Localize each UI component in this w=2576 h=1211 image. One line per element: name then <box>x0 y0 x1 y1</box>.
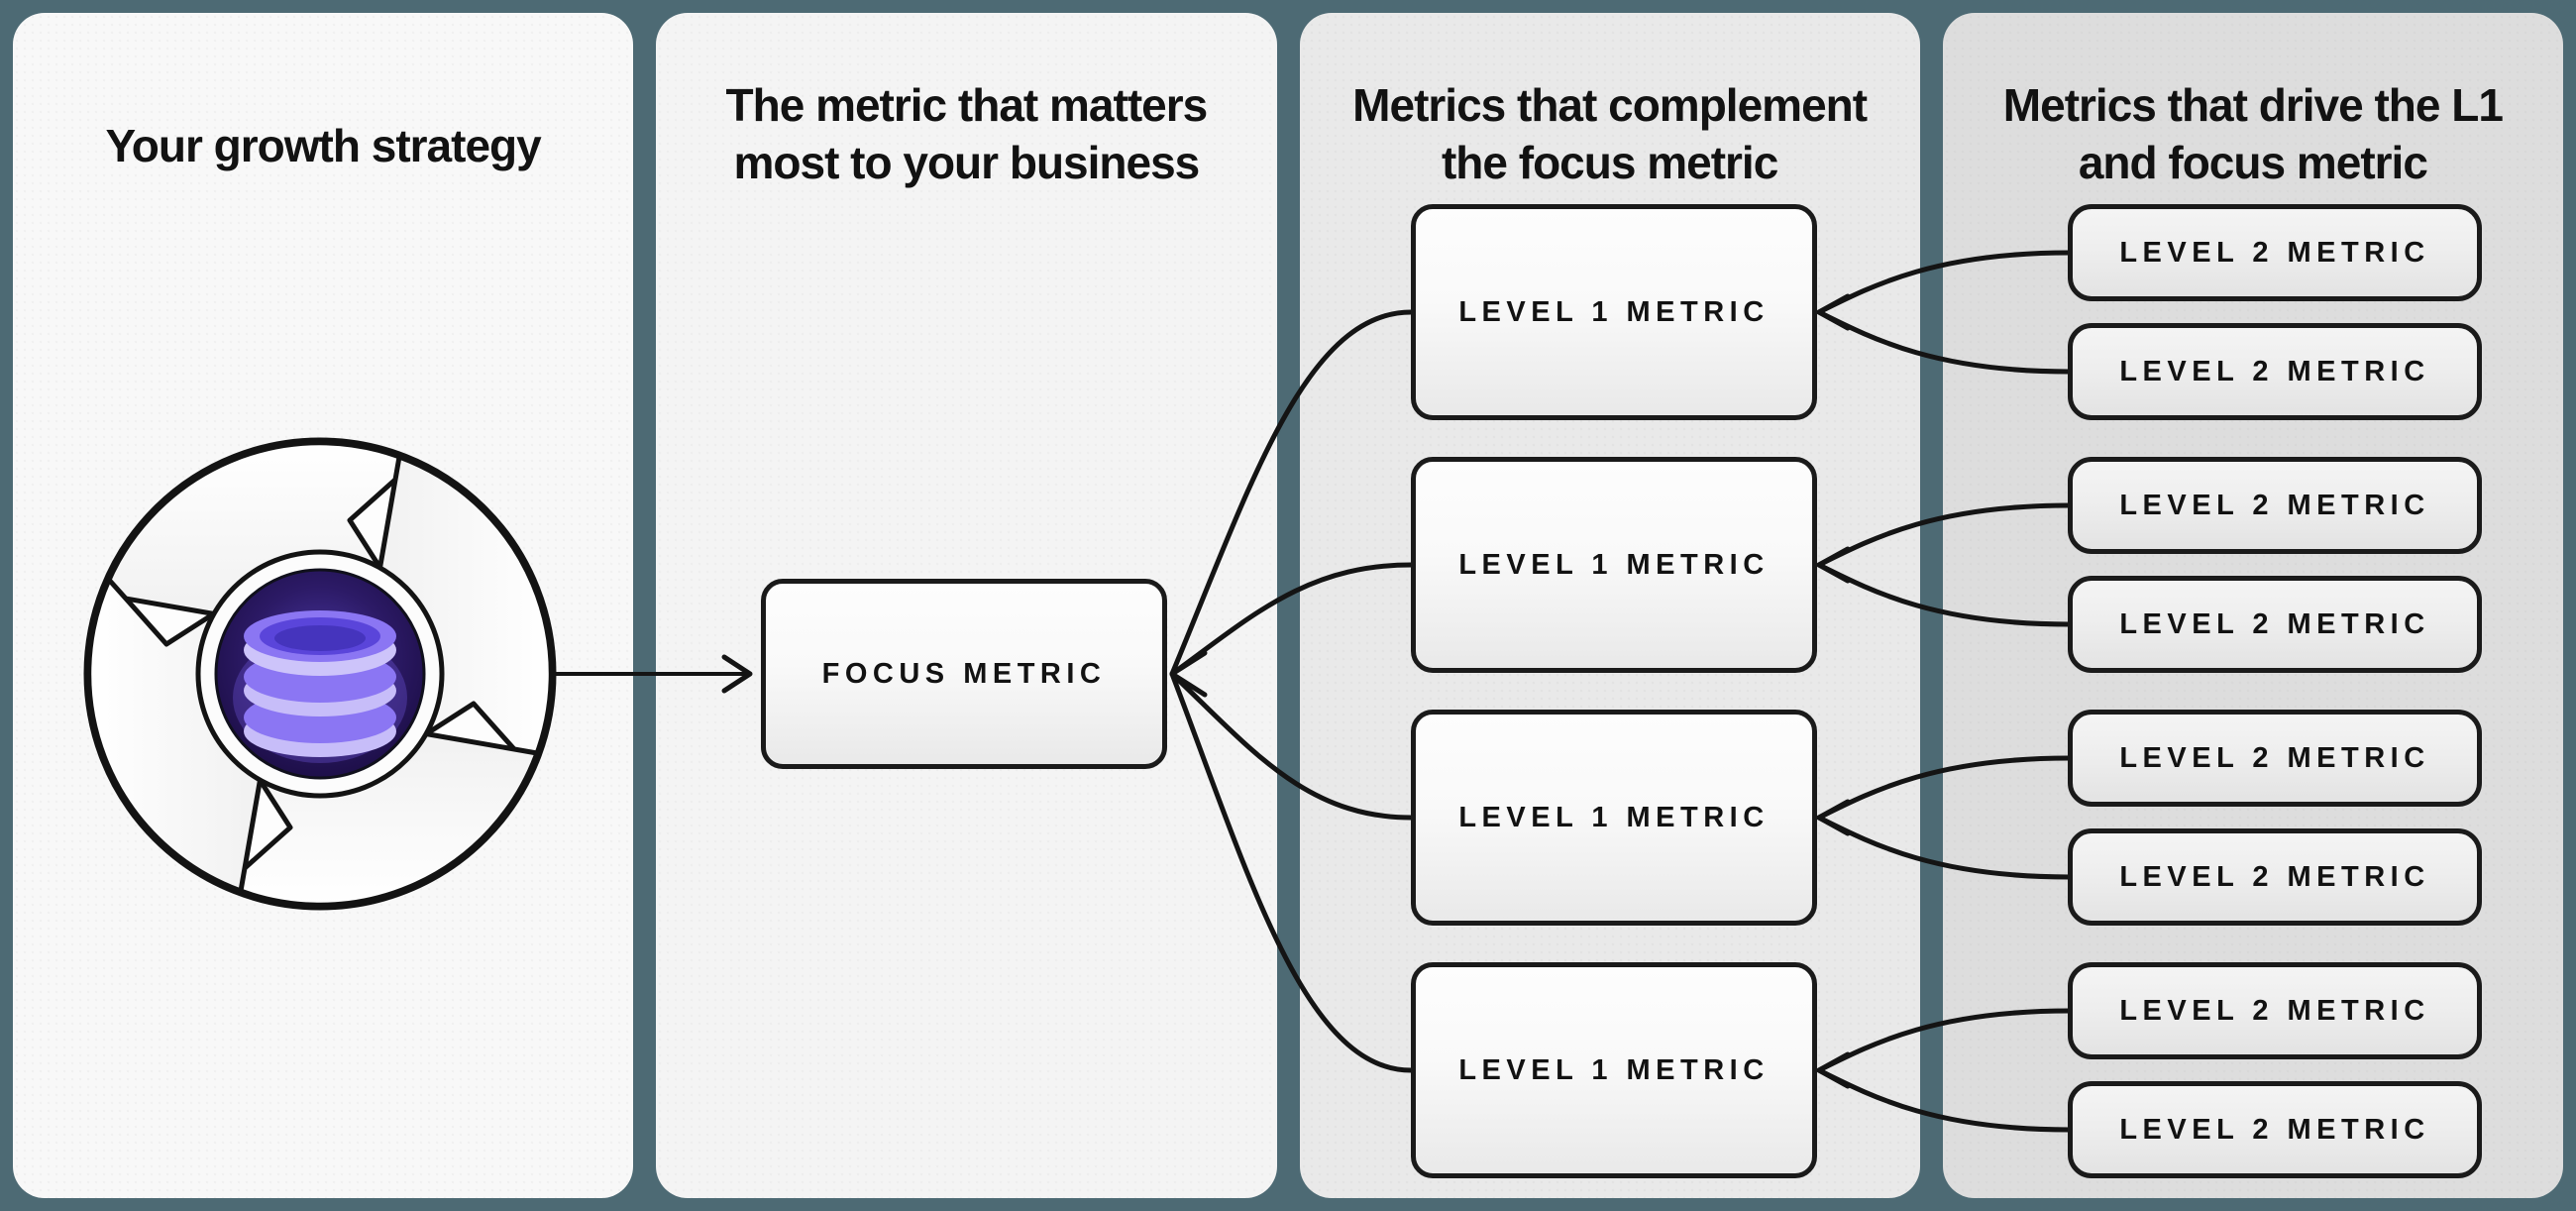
level2-metric-box: LEVEL 2 METRIC <box>2068 323 2482 420</box>
level2-metric-box: LEVEL 2 METRIC <box>2068 457 2482 554</box>
panel-title-line: the focus metric <box>1441 137 1778 188</box>
level2-metric-label: LEVEL 2 METRIC <box>2119 489 2430 521</box>
panel-title-line: The metric that matters <box>725 79 1209 131</box>
level2-metric-box: LEVEL 2 METRIC <box>2068 710 2482 807</box>
level1-metric-label: LEVEL 1 METRIC <box>1458 801 1770 833</box>
panel-title: The metric that matters most to your bus… <box>656 13 1276 191</box>
level1-metric-box: LEVEL 1 METRIC <box>1411 204 1817 420</box>
level1-metric-label: LEVEL 1 METRIC <box>1458 548 1770 581</box>
level1-metric-label: LEVEL 1 METRIC <box>1458 295 1770 328</box>
level2-metric-label: LEVEL 2 METRIC <box>2119 607 2430 640</box>
level1-metric-box: LEVEL 1 METRIC <box>1411 710 1817 926</box>
level2-metric-label: LEVEL 2 METRIC <box>2119 1113 2430 1146</box>
level2-metric-label: LEVEL 2 METRIC <box>2119 741 2430 774</box>
panel-title-line: most to your business <box>733 137 1201 188</box>
panel-title: Metrics that drive the L1 and focus metr… <box>1943 13 2563 191</box>
panel-title-line: Metrics that drive the L1 <box>2002 79 2504 131</box>
level2-metric-label: LEVEL 2 METRIC <box>2119 860 2430 893</box>
level2-metric-label: LEVEL 2 METRIC <box>2119 355 2430 387</box>
panel-title: Your growth strategy <box>13 13 633 174</box>
level2-metric-box: LEVEL 2 METRIC <box>2068 1081 2482 1178</box>
level2-metric-label: LEVEL 2 METRIC <box>2119 236 2430 269</box>
level2-metric-box: LEVEL 2 METRIC <box>2068 204 2482 301</box>
level2-metric-box: LEVEL 2 METRIC <box>2068 576 2482 673</box>
level1-metric-box: LEVEL 1 METRIC <box>1411 962 1817 1178</box>
level2-metric-label: LEVEL 2 METRIC <box>2119 994 2430 1027</box>
panel-title-line: Metrics that complement <box>1352 79 1868 131</box>
level1-metric-box: LEVEL 1 METRIC <box>1411 457 1817 673</box>
focus-metric-label: FOCUS METRIC <box>821 657 1107 690</box>
panel-title: Metrics that complement the focus metric <box>1300 13 1920 191</box>
level2-metric-box: LEVEL 2 METRIC <box>2068 828 2482 926</box>
level2-metric-box: LEVEL 2 METRIC <box>2068 962 2482 1059</box>
panel-title-line: Your growth strategy <box>105 120 542 171</box>
focus-metric-box: FOCUS METRIC <box>761 579 1167 769</box>
level1-metric-label: LEVEL 1 METRIC <box>1458 1053 1770 1086</box>
panel-growth-strategy: Your growth strategy <box>13 13 634 1198</box>
panel-title-line: and focus metric <box>2078 137 2428 188</box>
